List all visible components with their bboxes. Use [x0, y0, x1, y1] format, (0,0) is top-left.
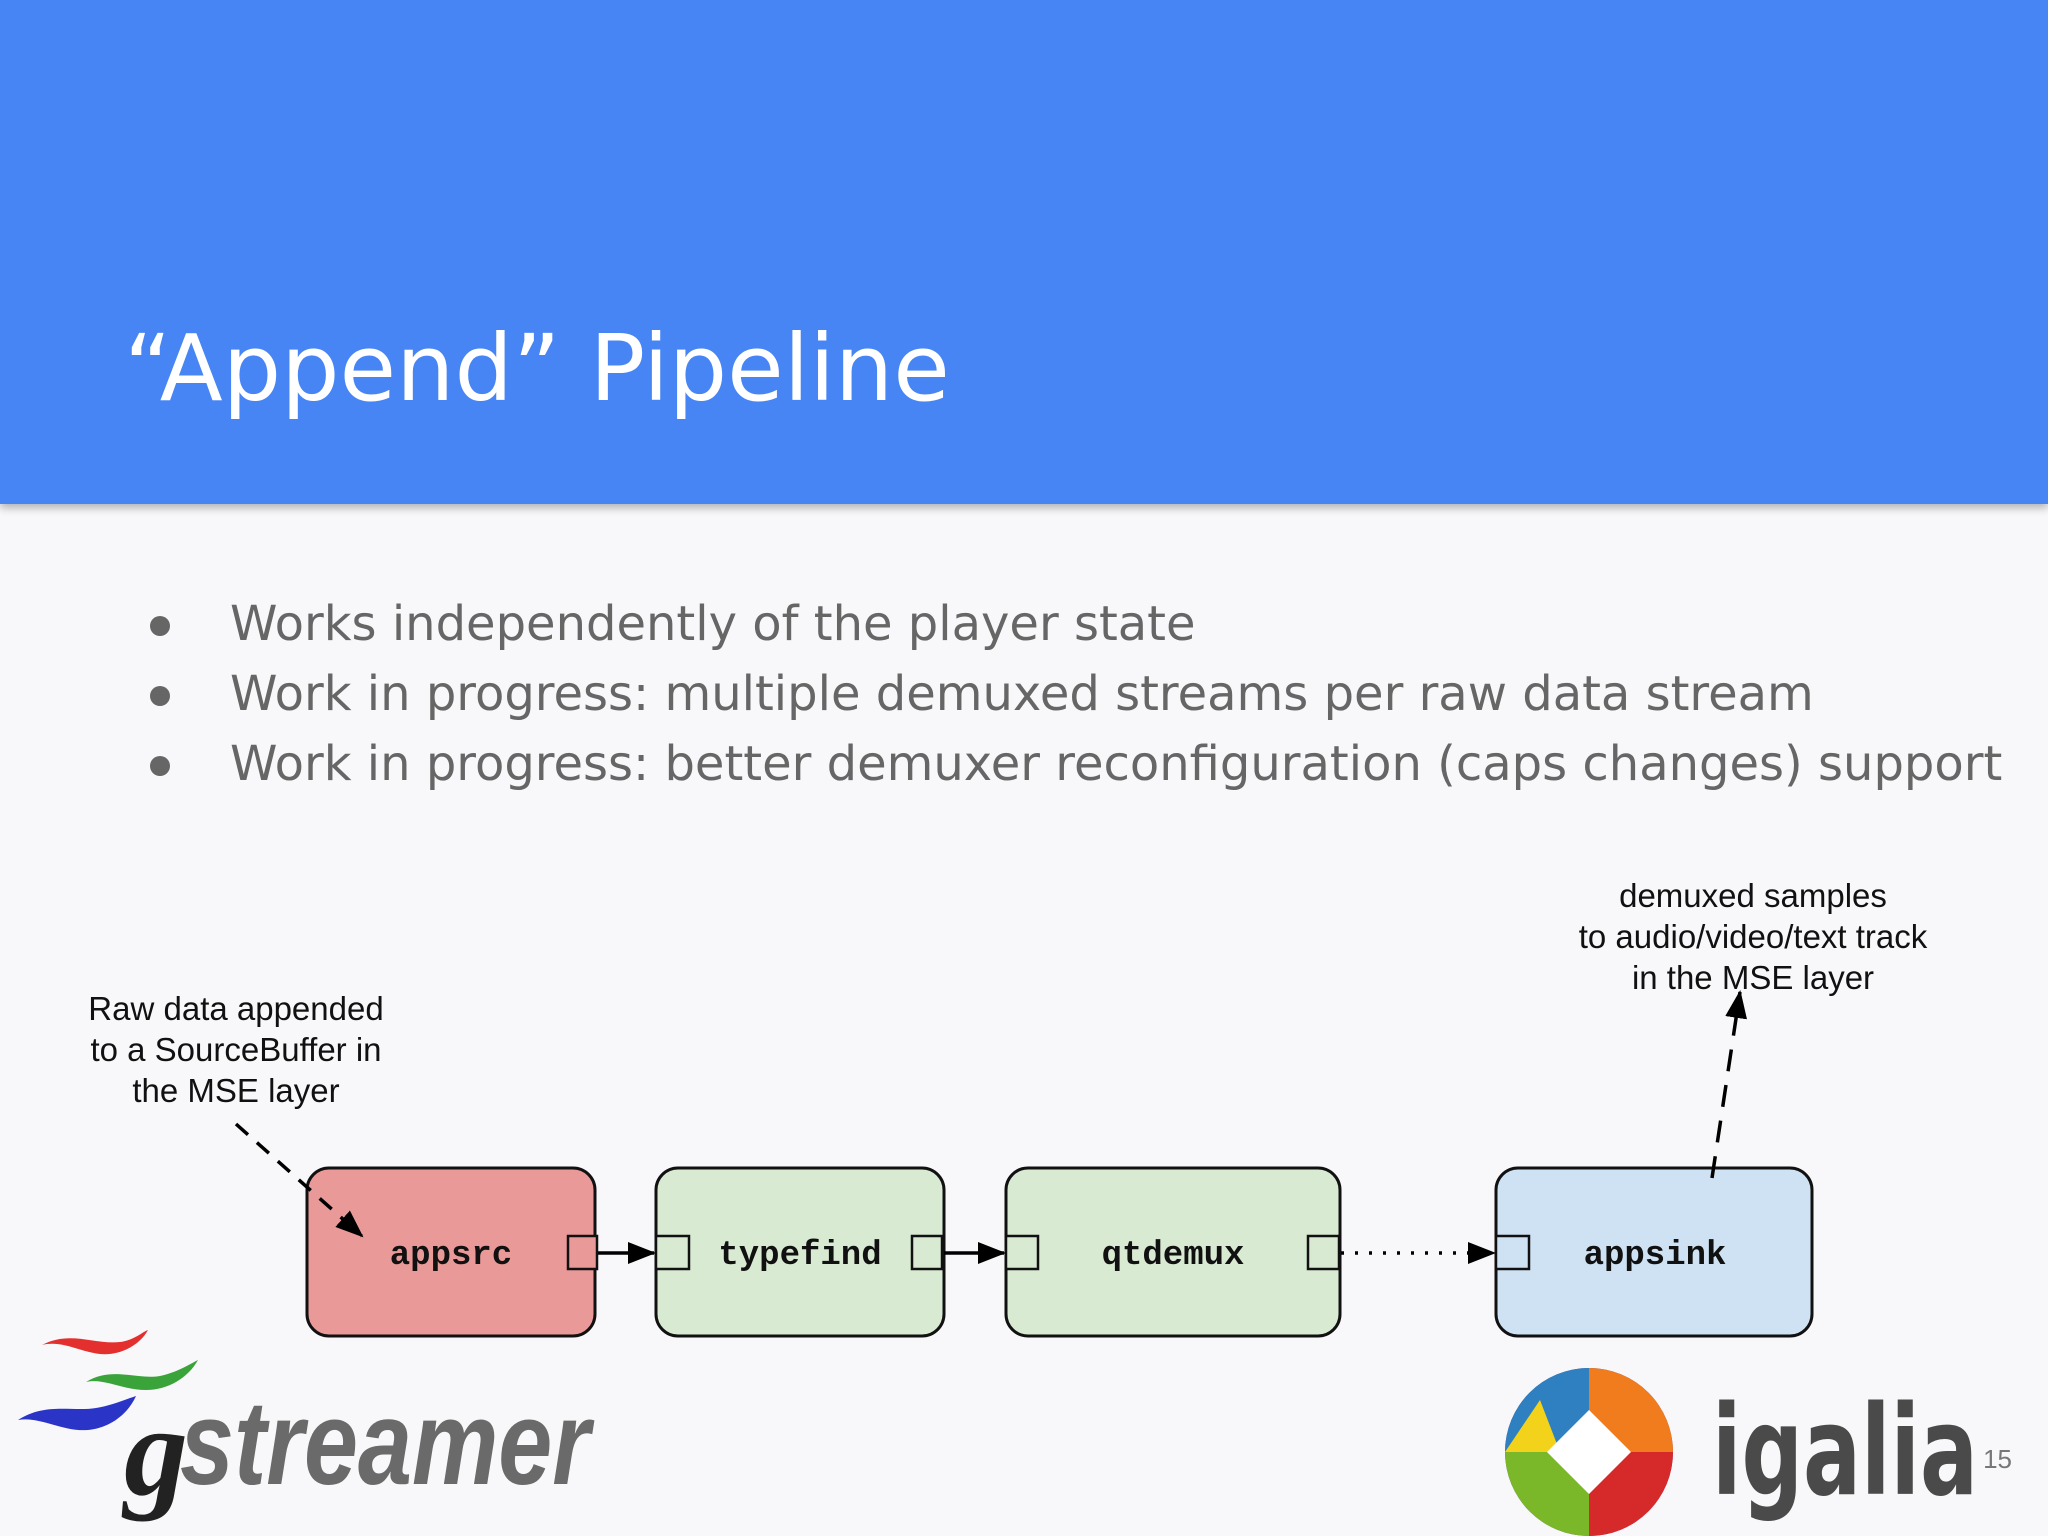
gstreamer-g: g — [121, 1380, 188, 1522]
node-appsrc: appsrc — [305, 1166, 599, 1338]
node-appsink: appsink — [1494, 1166, 1814, 1338]
sink-pad — [654, 1234, 691, 1271]
title-bar: “Append” Pipeline — [0, 0, 2048, 504]
input-annotation-line: Raw data appended — [88, 990, 384, 1027]
src-pad — [910, 1234, 944, 1271]
bullet-item: Work in progress: better demuxer reconfi… — [146, 732, 2002, 802]
igalia-wordmark: igalia — [1712, 1380, 1978, 1524]
page-number: 15 — [1983, 1444, 2012, 1474]
output-annotation-line: in the MSE layer — [1631, 959, 1875, 996]
bullet-dot-icon — [150, 756, 170, 776]
input-annotation: Raw data appended to a SourceBuffer in t… — [62, 988, 410, 1111]
gstreamer-logo: g streamer — [18, 1330, 595, 1522]
node-label: appsrc — [390, 1237, 512, 1275]
input-dashed-arrow — [234, 1122, 364, 1238]
output-annotation-line: to audio/video/text track — [1578, 918, 1928, 955]
blue-wave-icon — [18, 1396, 136, 1431]
bullet-text: Work in progress: better demuxer reconfi… — [230, 736, 2003, 792]
slide-title: “Append” Pipeline — [124, 315, 950, 422]
red-wave-icon — [42, 1330, 148, 1355]
bullet-item: Work in progress: multiple demuxed strea… — [146, 662, 2002, 732]
bullet-dot-icon — [150, 686, 170, 706]
bullet-dot-icon — [150, 616, 170, 636]
node-label: qtdemux — [1102, 1237, 1245, 1275]
bullet-text: Work in progress: multiple demuxed strea… — [230, 666, 1814, 722]
src-pad — [566, 1234, 599, 1271]
src-pad — [1306, 1234, 1341, 1271]
bullet-list: Works independently of the player state … — [146, 592, 2002, 802]
node-typefind: typefind — [654, 1166, 946, 1338]
output-annotation-line: demuxed samples — [1619, 877, 1887, 914]
input-annotation-line: to a SourceBuffer in — [90, 1031, 382, 1068]
bullet-item: Works independently of the player state — [146, 592, 2002, 662]
input-annotation-line: the MSE layer — [132, 1072, 340, 1109]
node-label: typefind — [718, 1237, 881, 1275]
node-label: appsink — [1584, 1237, 1727, 1275]
gstreamer-wordmark: streamer — [180, 1376, 595, 1510]
igalia-logo: igalia — [1505, 1368, 1978, 1536]
green-wave-icon — [86, 1360, 198, 1390]
node-qtdemux: qtdemux — [1004, 1166, 1342, 1338]
sink-pad — [1494, 1234, 1531, 1271]
output-dashed-arrow — [1710, 990, 1748, 1179]
output-annotation: demuxed samples to audio/video/text trac… — [1524, 875, 1982, 998]
sink-pad — [1004, 1234, 1040, 1271]
bullet-text: Works independently of the player state — [230, 596, 1196, 652]
